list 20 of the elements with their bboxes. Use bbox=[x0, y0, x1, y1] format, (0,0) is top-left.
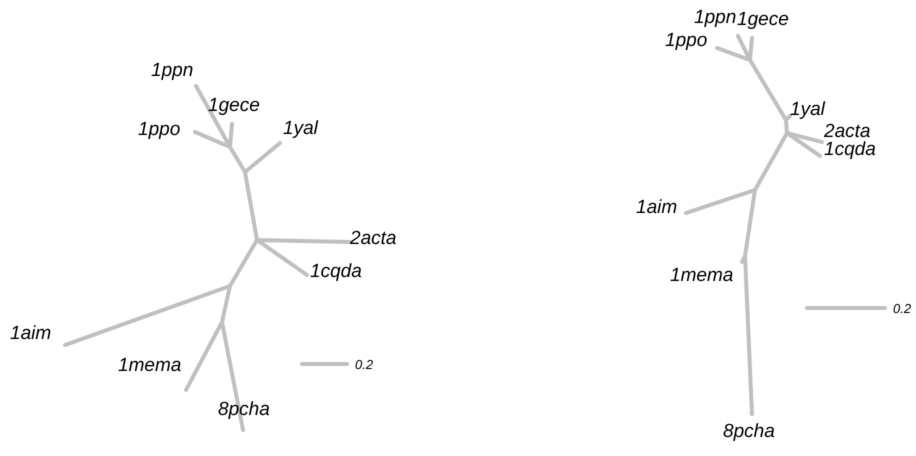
leaf-label: 1gece bbox=[737, 10, 789, 29]
leaf-label: 8pcha bbox=[218, 400, 270, 419]
leaf-label: 1mema bbox=[670, 266, 734, 285]
leaf-label: 1aim bbox=[10, 324, 52, 343]
leaf-label: 1yal bbox=[283, 119, 318, 138]
leaf-label: 1mema bbox=[118, 356, 182, 375]
leaf-label: 1ppn bbox=[694, 8, 736, 27]
leaf-label: 1ppo bbox=[138, 120, 180, 139]
leaf-label: 1ppo bbox=[665, 31, 708, 50]
leaf-label: 2acta bbox=[350, 229, 396, 248]
leaf-label: 1aim bbox=[636, 198, 678, 217]
leaf-label: 1gece bbox=[208, 96, 260, 115]
scale-value: 0.2 bbox=[893, 302, 912, 315]
scale-value: 0.2 bbox=[355, 358, 374, 371]
leaf-label: 1yal bbox=[790, 100, 825, 119]
leaf-label: 1ppn bbox=[151, 61, 194, 80]
leaf-label: 2acta bbox=[824, 122, 870, 141]
leaf-label: 1cqda bbox=[824, 140, 876, 159]
leaf-label: 1cqda bbox=[310, 262, 362, 281]
leaf-label: 8pcha bbox=[723, 422, 775, 441]
